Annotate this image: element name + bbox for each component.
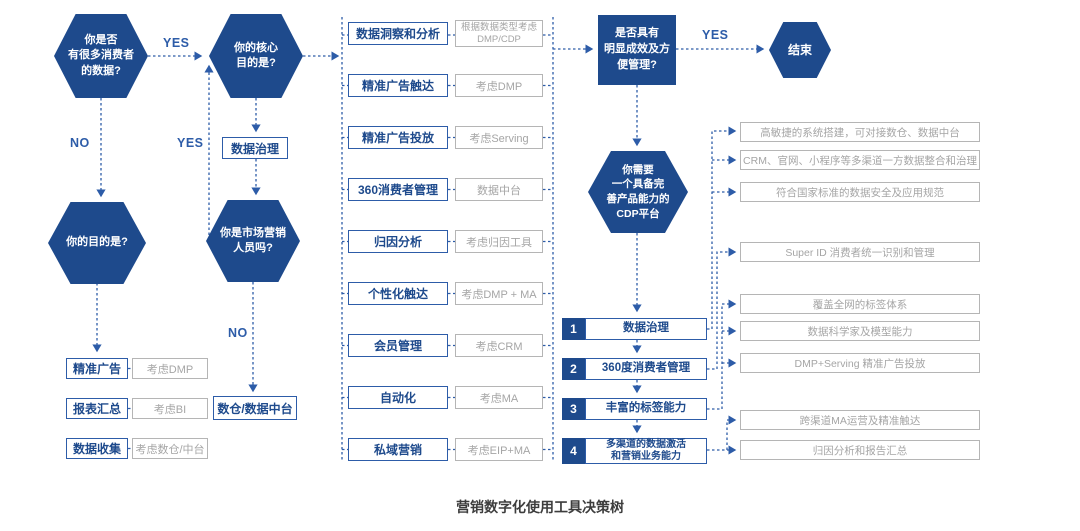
label-yes-top: YES [163, 36, 190, 50]
label-no-bottom: NO [228, 326, 248, 340]
capability-1-label: 数据治理 [585, 318, 707, 340]
hint-attribution-tools: 考虑归因工具 [455, 230, 543, 253]
capability-2-number: 2 [562, 358, 585, 380]
box-data-collection: 数据收集 [66, 438, 128, 459]
label-yes-mid: YES [177, 136, 204, 150]
hint-dmp-ma: 考虑DMP + MA [455, 282, 543, 305]
hexagon-has-consumer-data: 你是否 有很多消费者 的数据? [54, 14, 148, 98]
square-node-effectiveness: 是否具有 明显成效及方 便管理? [598, 15, 676, 85]
hint-data-middle-platform: 数据中台 [455, 178, 543, 201]
label-no-left: NO [70, 136, 90, 150]
hexagon-are-you-marketer: 你是市场营销 人员吗? [206, 200, 300, 282]
box-360-consumer-mgmt: 360消费者管理 [348, 178, 448, 201]
capability-3-tag-ability: 3 丰富的标签能力 [562, 398, 707, 420]
hexagon-core-goal: 你的核心 目的是? [209, 14, 303, 98]
diagram-caption: 营销数字化使用工具决策树 [456, 499, 624, 515]
capability-4-multichannel-activation: 4 多渠道的数据激活 和营销业务能力 [562, 438, 707, 464]
box-data-insight: 数据洞察和分析 [348, 22, 448, 45]
hint-consider-warehouse: 考虑数仓/中台 [132, 438, 208, 459]
hexagon-need-cdp-platform: 你需要 一个具备完 善产品能力的 CDP平台 [588, 151, 688, 233]
capability-2-360-consumer: 2 360度消费者管理 [562, 358, 707, 380]
box-private-domain-marketing: 私域营销 [348, 438, 448, 461]
feature-national-standard-security: 符合国家标准的数据安全及应用规范 [740, 182, 980, 202]
feature-data-scientist-models: 数据科学家及模型能力 [740, 321, 980, 341]
hint-consider-crm: 考虑CRM [455, 334, 543, 357]
capability-3-label: 丰富的标签能力 [585, 398, 707, 420]
box-report-summary: 报表汇总 [66, 398, 128, 419]
hint-consider-dmp: 考虑DMP [132, 358, 208, 379]
box-member-mgmt: 会员管理 [348, 334, 448, 357]
feature-dmp-serving-ads: DMP+Serving 精准广告投放 [740, 353, 980, 373]
hint-consider-serving: 考虑Serving [455, 126, 543, 149]
box-personalized-reach: 个性化触达 [348, 282, 448, 305]
feature-cross-channel-ma: 跨渠道MA运营及精准触达 [740, 410, 980, 430]
capability-1-number: 1 [562, 318, 585, 340]
capability-3-number: 3 [562, 398, 585, 420]
feature-first-party-data: CRM、官网、小程序等多渠道一方数据整合和治理 [740, 150, 980, 170]
label-yes-right: YES [702, 28, 729, 42]
box-automation: 自动化 [348, 386, 448, 409]
box-precise-ad-reach: 精准广告触达 [348, 74, 448, 97]
box-data-governance: 数据治理 [222, 137, 288, 159]
feature-full-network-tags: 覆盖全网的标签体系 [740, 294, 980, 314]
box-precise-ads: 精准广告 [66, 358, 128, 379]
hint-consider-bi: 考虑BI [132, 398, 208, 419]
hexagon-your-goal: 你的目的是? [48, 202, 146, 284]
hexagon-end: 结束 [769, 22, 831, 78]
box-precise-ad-serving: 精准广告投放 [348, 126, 448, 149]
capability-1-data-governance: 1 数据治理 [562, 318, 707, 340]
box-data-warehouse-middle-platform: 数仓/数据中台 [213, 396, 297, 420]
hint-dmp-cdp-by-type: 根据数据类型考虑 DMP/CDP [455, 20, 543, 47]
capability-4-label: 多渠道的数据激活 和营销业务能力 [585, 438, 707, 464]
capability-2-label: 360度消费者管理 [585, 358, 707, 380]
hint-eip-ma: 考虑EIP+MA [455, 438, 543, 461]
box-attribution-analysis: 归因分析 [348, 230, 448, 253]
feature-attribution-reporting: 归因分析和报告汇总 [740, 440, 980, 460]
capability-4-number: 4 [562, 438, 585, 464]
feature-agile-system: 高敏捷的系统搭建，可对接数仓、数据中台 [740, 122, 980, 142]
hint-consider-ma: 考虑MA [455, 386, 543, 409]
feature-super-id: Super ID 消费者统一识别和管理 [740, 242, 980, 262]
hint-consider-dmp-2: 考虑DMP [455, 74, 543, 97]
